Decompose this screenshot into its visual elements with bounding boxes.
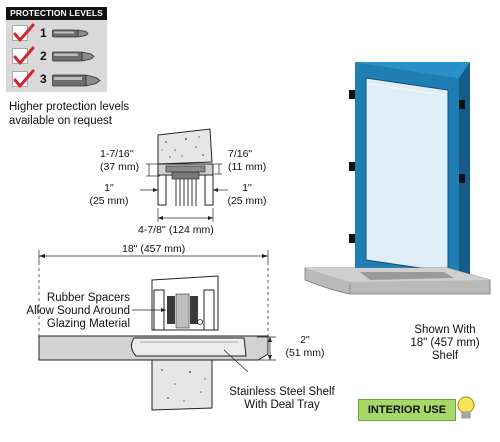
protection-note-line: available on request — [9, 115, 112, 127]
bullet-medium-icon — [52, 51, 95, 62]
callout-line: Allow Sound Around — [26, 305, 130, 317]
callout-line: Stainless Steel Shelf — [229, 386, 335, 398]
caption-line: Shelf — [431, 350, 459, 362]
teller-window-render — [304, 62, 491, 295]
dimension-label: 1-7/16'' (37 mm) — [100, 148, 139, 174]
interior-use-badge: INTERIOR USE — [358, 399, 456, 421]
top-section-detail — [140, 128, 228, 222]
protection-level-number: 3 — [40, 72, 47, 86]
product-caption: Shown With 18" (457 mm) Shelf — [400, 324, 490, 363]
rubber-spacers-callout: Rubber Spacers Allow Sound Around Glazin… — [20, 292, 130, 331]
bullet-large-icon — [52, 74, 101, 87]
caption-line: Shown With — [414, 324, 476, 336]
protection-level-number: 1 — [40, 26, 47, 40]
dimension-label: 2" (51 mm) — [280, 334, 330, 360]
bottom-section-detail — [38, 250, 276, 411]
dimension-value: (51 mm) — [285, 347, 325, 359]
dimension-value: 2" — [300, 334, 310, 346]
dimension-value: (37 mm) — [100, 161, 140, 173]
dimension-label: 4-7/8'' (124 mm) — [138, 224, 214, 236]
dimension-label: 7/16" (11 mm) — [228, 148, 266, 174]
callout-line: Rubber Spacers — [46, 292, 130, 304]
lightbulb-icon — [457, 396, 475, 419]
dimension-label: 1'' (25 mm) — [222, 182, 272, 208]
dimension-label: 1'' (25 mm) — [84, 182, 134, 208]
dimension-value: 7/16" — [228, 148, 253, 160]
callout-line: With Deal Tray — [244, 399, 320, 411]
dimension-value: 1'' — [104, 182, 114, 194]
protection-note: Higher protection levels available on re… — [9, 100, 169, 128]
red-checkmark-icon — [13, 46, 35, 65]
protection-level-row: 2 — [6, 45, 107, 69]
dimension-value: 1'' — [242, 182, 252, 194]
protection-level-number: 2 — [40, 49, 47, 63]
red-checkmark-icon — [13, 23, 35, 42]
dimension-value: (25 mm) — [89, 195, 129, 207]
bullet-small-icon — [52, 29, 89, 38]
callout-line: Glazing Material — [46, 318, 130, 330]
protection-note-line: Higher protection levels — [9, 101, 130, 113]
shelf-callout: Stainless Steel Shelf With Deal Tray — [222, 386, 342, 412]
protection-levels-panel: 1 2 3 — [6, 20, 107, 92]
dimension-value: (25 mm) — [227, 195, 267, 207]
protection-level-row: 1 — [6, 22, 107, 46]
dimension-value: (11 mm) — [228, 161, 267, 173]
caption-line: 18" (457 mm) — [410, 337, 480, 349]
protection-levels-header: PROTECTION LEVELS — [6, 7, 107, 20]
protection-level-row: 3 — [6, 68, 107, 92]
red-checkmark-icon — [13, 69, 35, 88]
dimension-value: 1-7/16'' — [100, 148, 134, 160]
dimension-label: 18" (457 mm) — [122, 243, 186, 255]
